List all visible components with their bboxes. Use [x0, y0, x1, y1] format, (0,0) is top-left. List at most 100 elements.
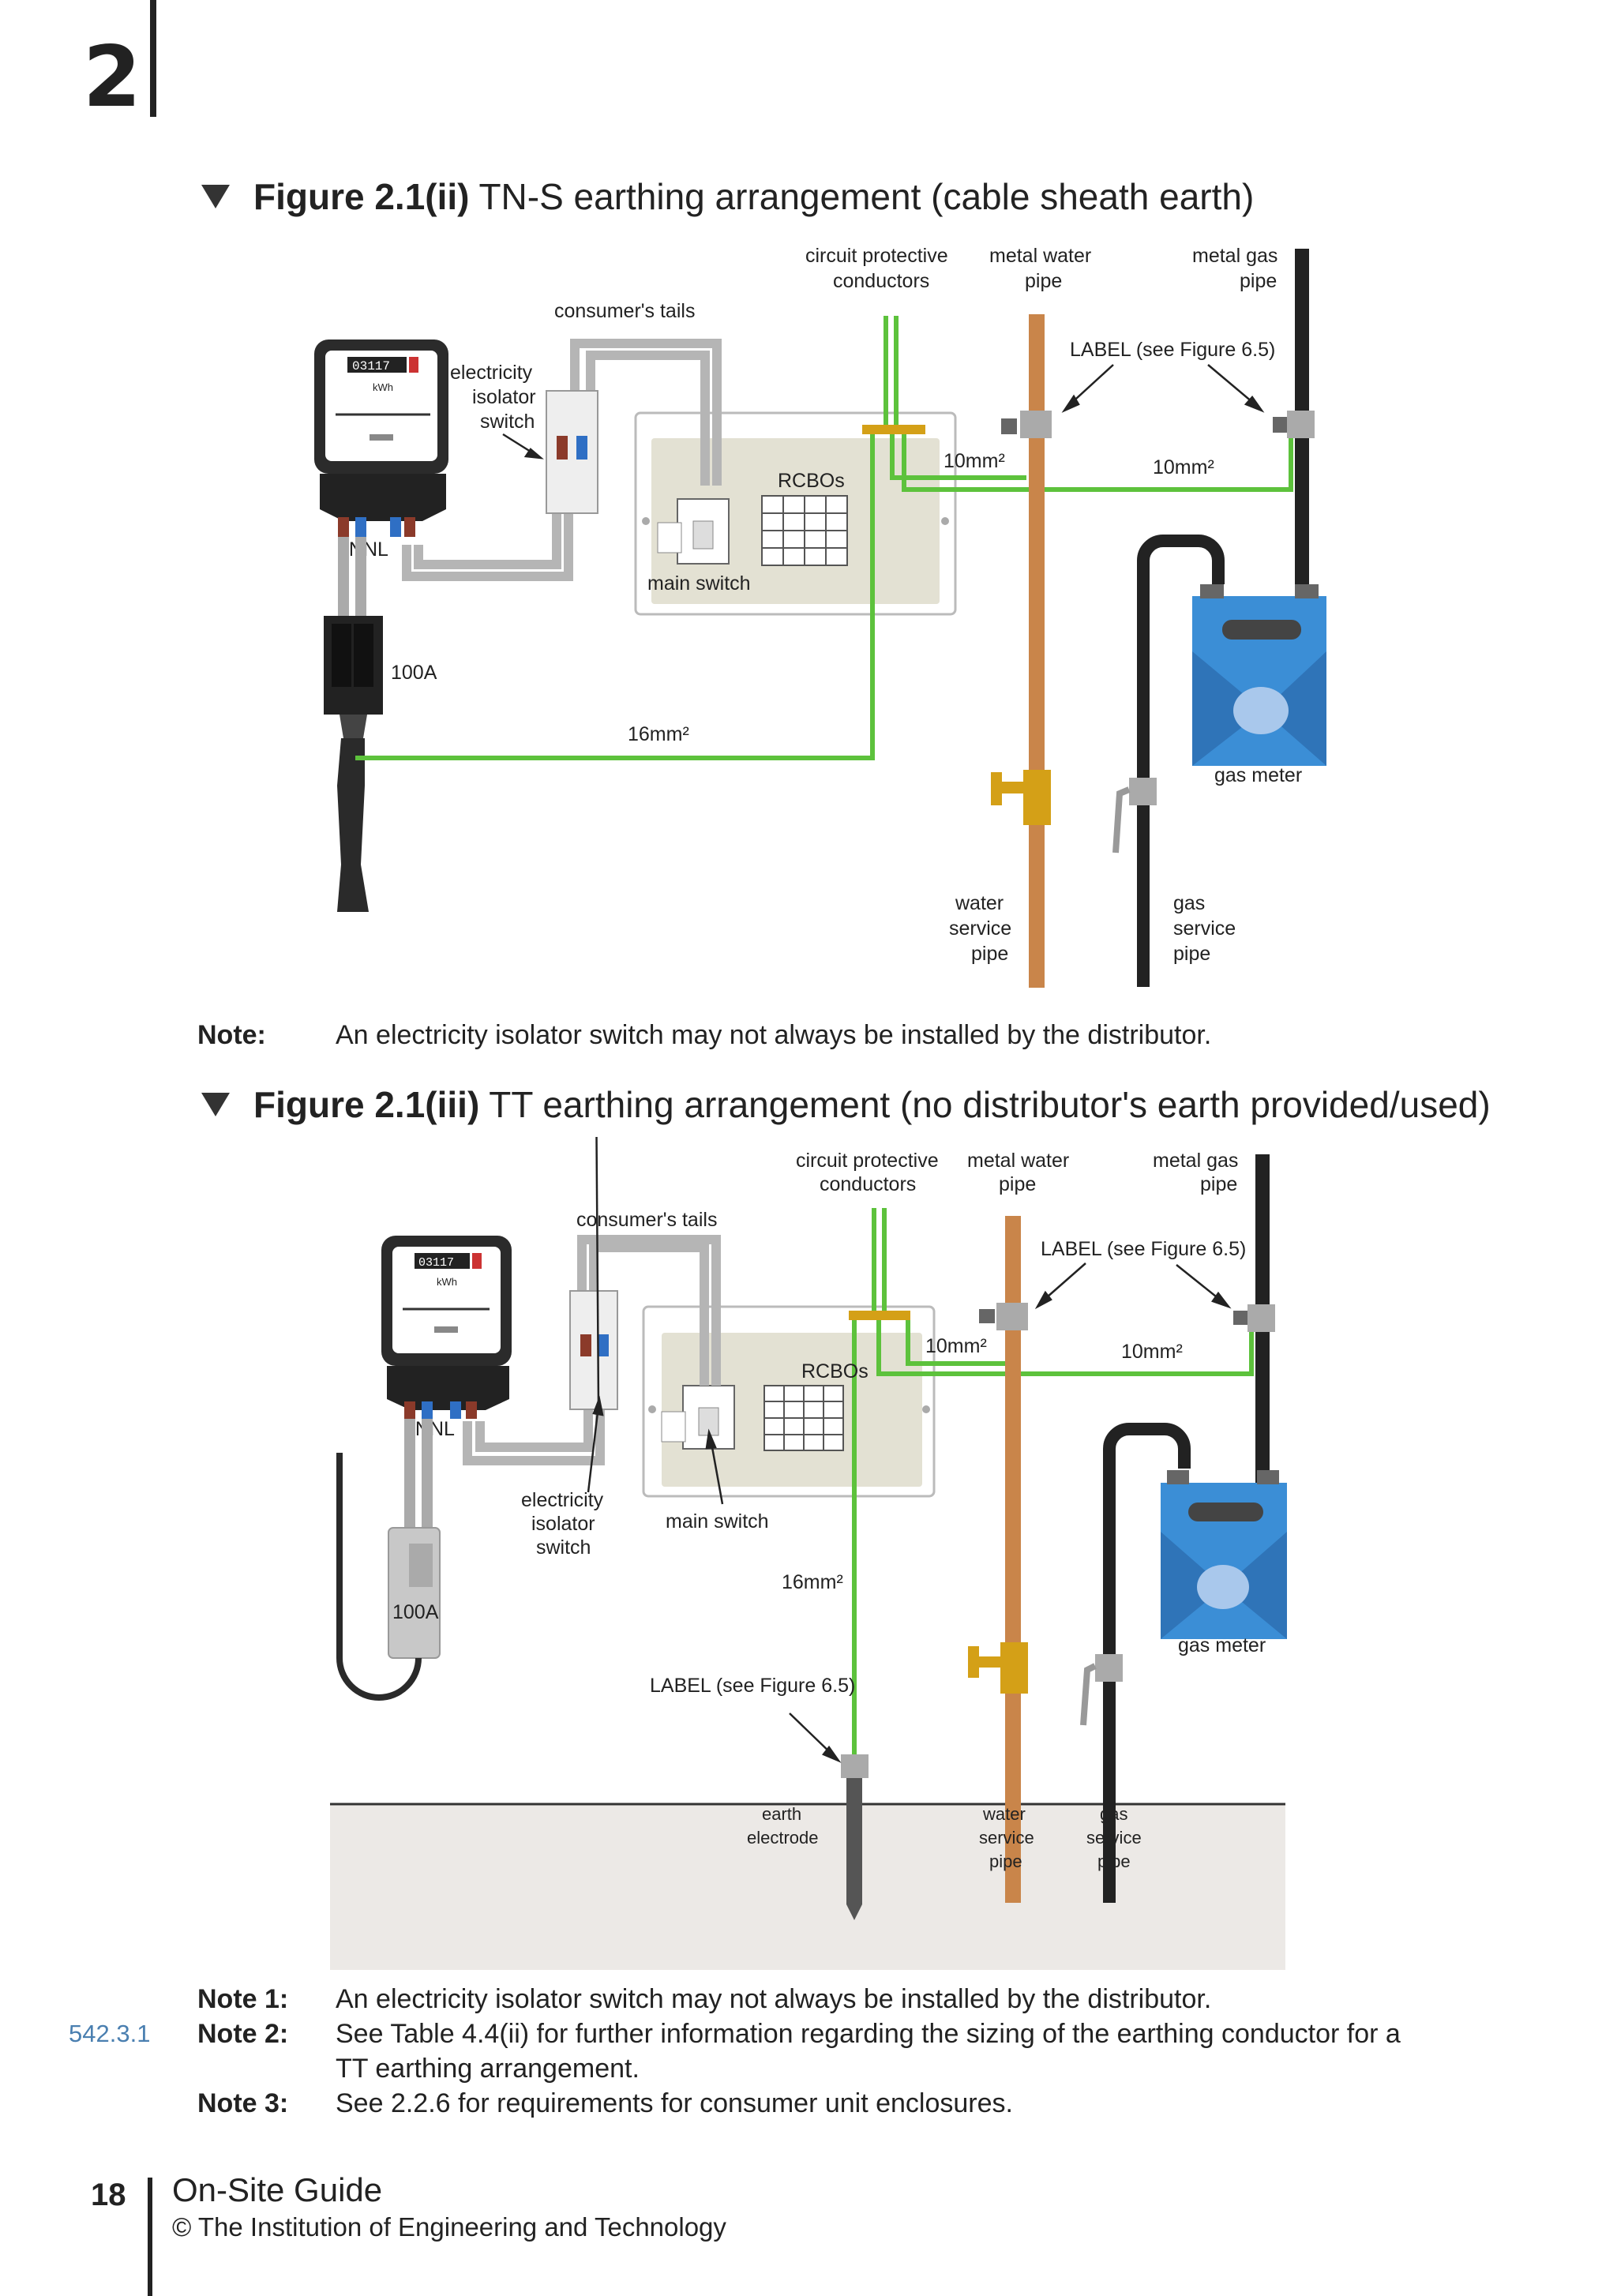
triangle-bullet-icon: [201, 1092, 230, 1116]
water-clamp: [1020, 411, 1052, 438]
meter-unit: kWh: [437, 1276, 457, 1288]
label-rcbos: RCBOs: [801, 1360, 869, 1382]
label-main-switch: main switch: [647, 572, 751, 595]
ground-area: [330, 1804, 1285, 1970]
label-earth-electrode-2: electrode: [747, 1828, 819, 1848]
label-isolator-1: electricity: [521, 1489, 604, 1511]
label-isolator-3: switch: [536, 1536, 591, 1559]
water-pipe: [1005, 1216, 1021, 1903]
meter-reading: 03117: [352, 359, 390, 373]
page-number: 18: [91, 2178, 126, 2212]
gas-service-pipe: [1137, 535, 1225, 987]
label-gas-pipe-2: pipe: [1200, 1173, 1237, 1195]
figure-title-2: Figure 2.1(iii) TT earthing arrangement …: [201, 1083, 1491, 1126]
tn-s-diagram: 03117 kWh LNNL: [314, 245, 1326, 988]
isolator-switch: [546, 390, 598, 514]
water-stopcock: [1000, 1642, 1028, 1694]
label-water-pipe-1: metal water: [989, 245, 1091, 267]
figure-title-1: Figure 2.1(ii) TN-S earthing arrangement…: [201, 175, 1254, 218]
label-isolator-2: isolator: [472, 386, 536, 408]
label-size-b: 10mm²: [1153, 456, 1214, 478]
label-size-b: 10mm²: [1121, 1341, 1183, 1363]
label-consumer-tails: consumer's tails: [554, 300, 695, 322]
note-1-label: Note 1:: [197, 1984, 289, 2014]
label-gas-pipe-1: metal gas: [1153, 1150, 1238, 1172]
label-isolator-1: electricity: [450, 362, 533, 384]
label-label-ref2: LABEL (see Figure 6.5): [650, 1675, 855, 1697]
note-1-text: An electricity isolator switch may not a…: [336, 1984, 1212, 2014]
note-2b-text: TT earthing arrangement.: [336, 2054, 640, 2084]
note-1: Note 1: An electricity isolator switch ma…: [197, 1984, 1211, 2015]
service-cable: [324, 537, 383, 912]
figure-number-2: Figure 2.1(iii): [253, 1084, 480, 1125]
label-gas-pipe-1: metal gas: [1192, 245, 1277, 267]
tt-diagram: 03117 kWh LNNL: [330, 1137, 1287, 1970]
cpc-conductors: [852, 1208, 1254, 1758]
label-water-service-1: water: [955, 892, 1004, 914]
electricity-meter: 03117 kWh: [381, 1236, 512, 1410]
label-water-pipe-1: metal water: [967, 1150, 1069, 1172]
margin-regulation-ref: 542.3.1: [69, 2020, 151, 2047]
gas-service-pipe: [1103, 1423, 1191, 1903]
chapter-number: 2: [83, 28, 141, 126]
note-2: Note 2: See Table 4.4(ii) for further inf…: [197, 2019, 1401, 2050]
label-main-switch: main switch: [666, 1510, 769, 1533]
label-water-service-2: service: [949, 917, 1011, 940]
label-gas-service-2: service: [1086, 1828, 1142, 1848]
footer-divider: [148, 2178, 152, 2296]
gas-meter: [1161, 1470, 1287, 1639]
gas-clamp: [1287, 411, 1315, 438]
gas-meter: [1192, 584, 1326, 766]
label-water-service-2: service: [979, 1828, 1034, 1848]
rcbo-block: [763, 1385, 844, 1451]
label-cpc-2: conductors: [820, 1173, 916, 1195]
water-clamp: [996, 1303, 1028, 1330]
rcbo-block: [761, 495, 848, 566]
label-gas-service-2: service: [1173, 917, 1236, 940]
label-gas-service-1: gas: [1173, 892, 1205, 914]
gas-clamp: [1247, 1304, 1275, 1332]
footer-title: On-Site Guide: [172, 2171, 383, 2208]
electricity-meter: 03117 kWh: [314, 340, 448, 521]
label-gas-service-3: pipe: [1173, 943, 1210, 965]
cpc-conductors: [355, 316, 1293, 760]
label-gas-meter: gas meter: [1214, 764, 1302, 786]
label-water-service-1: water: [982, 1804, 1026, 1824]
earth-terminal-bar: [849, 1311, 910, 1320]
label-size-a: 10mm²: [944, 450, 1005, 472]
figure1-note-label: Note:: [197, 1020, 266, 1050]
note-2-continued: TT earthing arrangement.: [197, 2054, 640, 2084]
label-cpc-1: circuit protective: [805, 245, 948, 267]
label-label-ref: LABEL (see Figure 6.5): [1041, 1238, 1246, 1260]
main-switch: [657, 498, 730, 565]
label-gas-meter: gas meter: [1178, 1634, 1266, 1656]
label-cpc-2: conductors: [833, 270, 929, 292]
figure1-note-text: An electricity isolator switch may not a…: [336, 1020, 1212, 1050]
label-fuse: 100A: [392, 1601, 439, 1623]
label-size-a: 10mm²: [925, 1335, 987, 1357]
label-isolator-2: isolator: [531, 1513, 595, 1535]
figure-caption-2: TT earthing arrangement (no distributor'…: [489, 1084, 1491, 1125]
note-2-text: See Table 4.4(ii) for further informatio…: [336, 2019, 1401, 2049]
service-cable: [336, 1419, 441, 1701]
footer-copyright: © The Institution of Engineering and Tec…: [172, 2212, 726, 2242]
label-water-pipe-2: pipe: [999, 1173, 1036, 1195]
label-water-service-3: pipe: [971, 943, 1008, 965]
label-water-pipe-2: pipe: [1025, 270, 1062, 292]
note-3-label: Note 3:: [197, 2088, 289, 2118]
isolator-switch: [569, 1290, 618, 1410]
main-switch: [661, 1385, 735, 1450]
earth-terminal-bar: [862, 425, 925, 434]
figure-number-1: Figure 2.1(ii): [253, 176, 470, 217]
figure-caption-1: TN-S earthing arrangement (cable sheath …: [478, 176, 1255, 217]
label-isolator-3: switch: [480, 411, 535, 433]
figure1-note: Note: An electricity isolator switch may …: [197, 1020, 1211, 1051]
label-fuse: 100A: [391, 662, 437, 684]
label-gas-service-3: pipe: [1097, 1851, 1131, 1871]
note-3: Note 3:See 2.2.6 for requirements for co…: [197, 2088, 1013, 2119]
chapter-divider: [150, 0, 156, 117]
note-2-label: Note 2:: [197, 2019, 289, 2049]
meter-unit: kWh: [373, 381, 393, 393]
label-gas-pipe-2: pipe: [1240, 270, 1277, 292]
label-earth-electrode-1: earth: [762, 1804, 801, 1824]
